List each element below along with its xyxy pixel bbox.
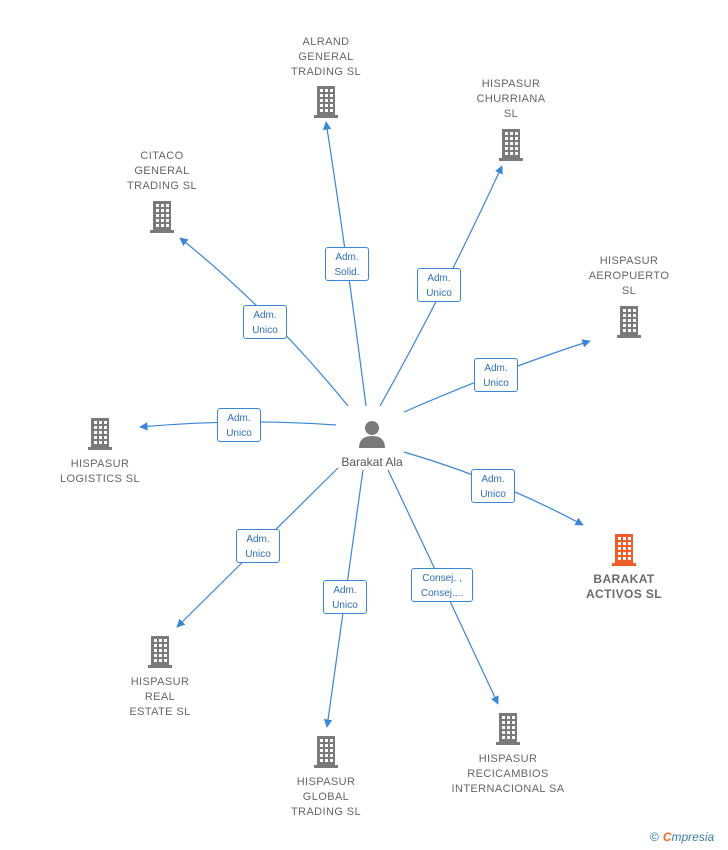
footer-brand[interactable]: © Cmpresia — [650, 830, 714, 844]
company-label-citaco[interactable]: CITACO GENERAL TRADING SL — [126, 150, 197, 192]
relation-label-citaco[interactable]: Adm. Unico — [243, 305, 287, 339]
company-label-aeropuerto[interactable]: HISPASUR AEROPUERTO SL — [588, 255, 670, 297]
person-label[interactable]: Barakat Ala — [341, 455, 403, 469]
building-icon-logistics[interactable] — [88, 418, 112, 450]
building-icon-citaco[interactable] — [150, 201, 174, 233]
relation-label-logistics[interactable]: Adm. Unico — [217, 408, 261, 442]
company-label-global[interactable]: HISPASUR GLOBAL TRADING SL — [290, 776, 361, 818]
relation-label-alrand[interactable]: Adm. Solid. — [325, 247, 369, 281]
building-icon-churriana[interactable] — [499, 129, 523, 161]
company-label-logistics[interactable]: HISPASUR LOGISTICS SL — [60, 458, 140, 485]
relation-label-real[interactable]: Adm. Unico — [236, 529, 280, 563]
relation-label-recambios[interactable]: Consej. , Consej.... — [411, 568, 473, 602]
building-icon-alrand[interactable] — [314, 86, 338, 118]
building-icon-aeropuerto[interactable] — [617, 306, 641, 338]
building-icon-global[interactable] — [314, 736, 338, 768]
company-label-alrand[interactable]: ALRAND GENERAL TRADING SL — [290, 36, 361, 78]
building-icon-real[interactable] — [148, 636, 172, 668]
relation-label-churriana[interactable]: Adm. Unico — [417, 268, 461, 302]
building-icon-barakat[interactable] — [612, 534, 636, 566]
brand-logo: Cmpresia — [662, 830, 715, 844]
company-label-barakat[interactable]: BARAKAT ACTIVOS SL — [585, 572, 662, 601]
company-label-churriana[interactable]: HISPASUR CHURRIANA SL — [476, 78, 546, 120]
relation-label-global[interactable]: Adm. Unico — [323, 580, 367, 614]
relation-label-aeropuerto[interactable]: Adm. Unico — [474, 358, 518, 392]
person-icon[interactable] — [359, 421, 385, 448]
company-label-real[interactable]: HISPASUR REAL ESTATE SL — [129, 676, 191, 718]
building-icon-recambios[interactable] — [496, 713, 520, 745]
copyright-icon: © — [650, 830, 659, 844]
relation-label-barakat[interactable]: Adm. Unico — [471, 469, 515, 503]
company-label-recambios[interactable]: HISPASUR RECICAMBIOS INTERNACIONAL SA — [451, 753, 565, 795]
